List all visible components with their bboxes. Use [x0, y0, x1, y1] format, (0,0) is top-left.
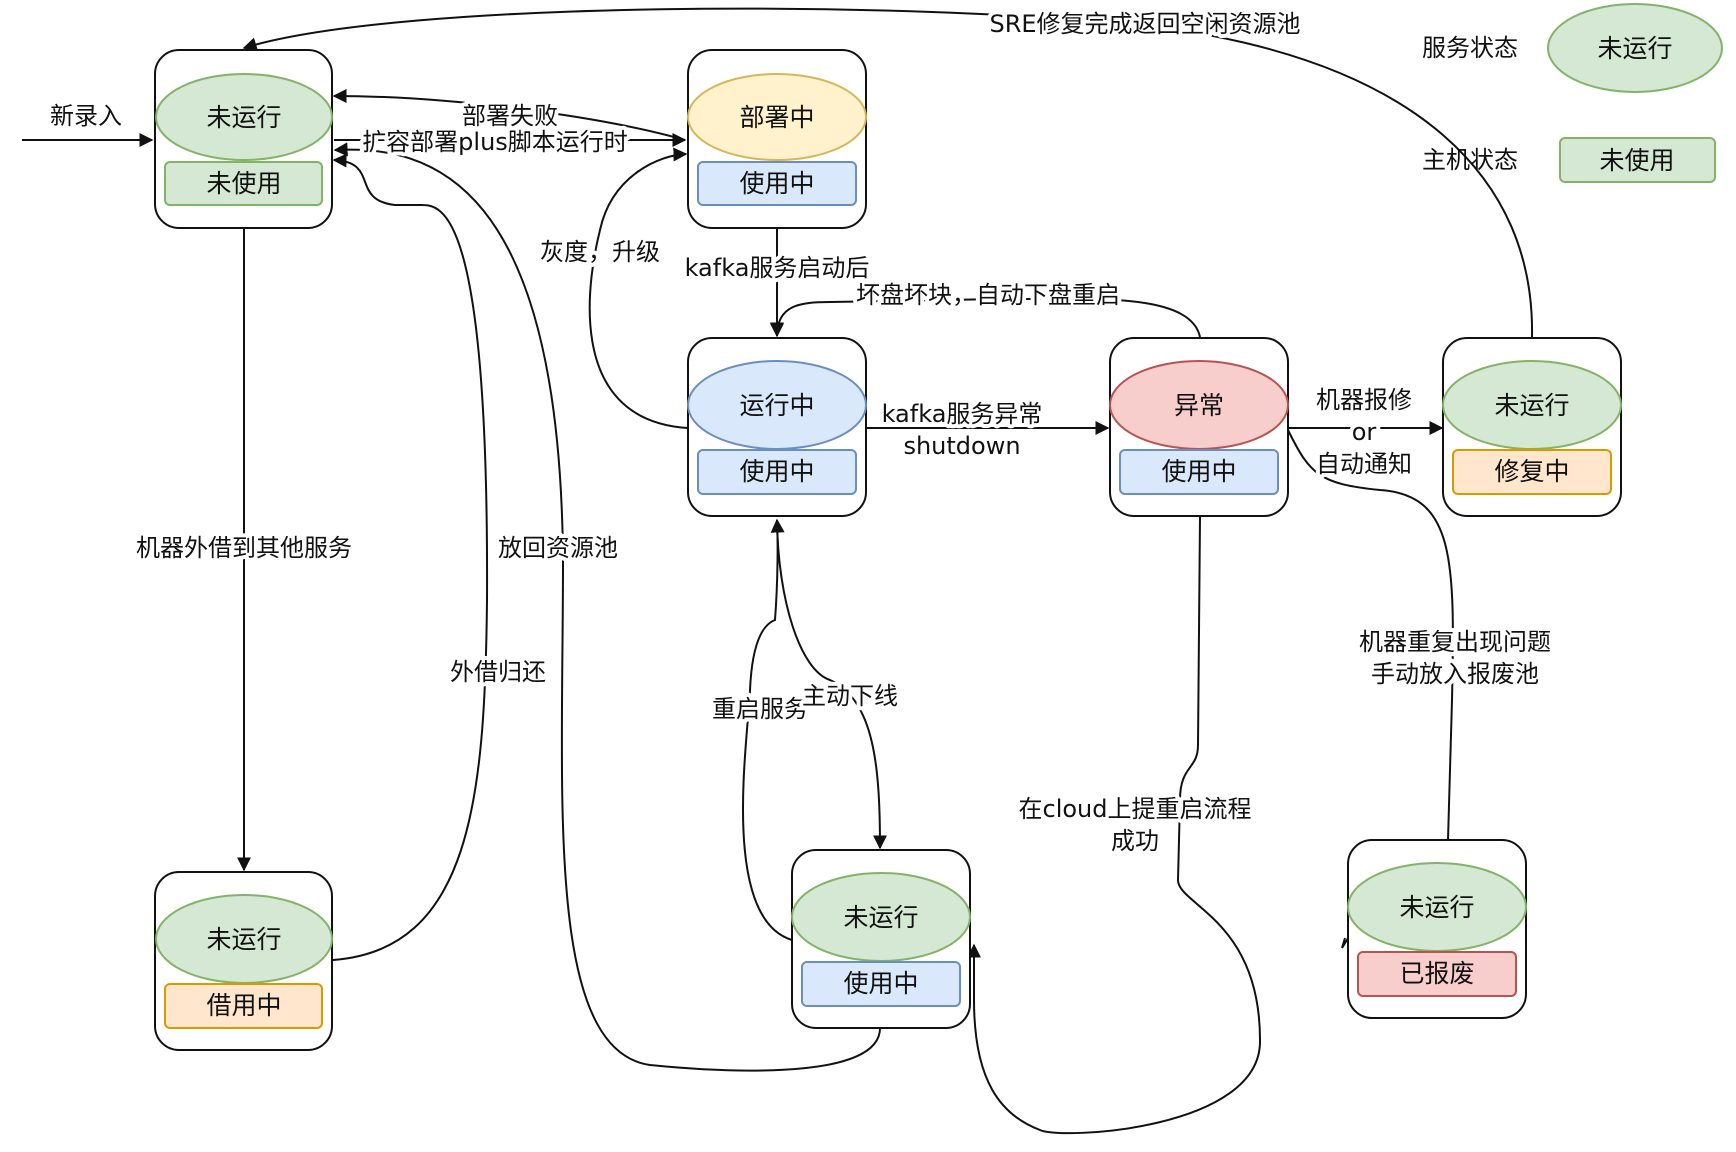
- node-repair: 未运行 修复中: [1442, 337, 1622, 517]
- service-status: 未运行: [1399, 893, 1474, 922]
- label-bad-disk: 坏盘坏块，自动下盘重启: [856, 281, 1120, 309]
- node-deploying: 部署中 使用中: [687, 49, 867, 229]
- host-status: 使用中: [843, 969, 918, 998]
- service-status: 未运行: [1494, 391, 1569, 420]
- node-scrapped: 未运行 已报废: [1347, 839, 1527, 1019]
- service-status: 未运行: [206, 925, 281, 954]
- label-new-entry: 新录入: [50, 102, 122, 130]
- legend-service-label: 服务状态: [1422, 34, 1518, 62]
- label-report-repair: 机器报修: [1316, 386, 1412, 414]
- host-status: 使用中: [739, 169, 814, 198]
- label-manual-offline: 主动下线: [802, 682, 898, 710]
- label-kafka-started: kafka服务启动后: [685, 254, 870, 282]
- edge-restart-service: [741, 518, 793, 941]
- edge-return-pool: [333, 142, 881, 1072]
- host-status: 修复中: [1494, 457, 1569, 486]
- label-scrap-pool: 手动放入报废池: [1371, 660, 1539, 688]
- edge-repeat-issue: [1287, 429, 1454, 841]
- service-status: 运行中: [739, 391, 814, 420]
- edge-deploy-fail: [332, 89, 686, 141]
- host-status: 已报废: [1399, 959, 1474, 988]
- label-cloud-success: 成功: [1111, 827, 1159, 855]
- host-status: 使用中: [1161, 457, 1236, 486]
- legend-host-value: 未使用: [1599, 146, 1674, 175]
- edge-manual-offline: [776, 519, 887, 850]
- service-status: 未运行: [843, 903, 918, 932]
- host-status: 未使用: [206, 169, 281, 198]
- label-lend-out: 机器外借到其他服务: [136, 534, 352, 562]
- label-report-or: or: [1352, 418, 1377, 446]
- label-gray-upgrade: 灰度，升级: [540, 238, 660, 266]
- label-shutdown: shutdown: [903, 432, 1020, 460]
- service-status: 未运行: [206, 103, 281, 132]
- legend-host-label: 主机状态: [1422, 146, 1518, 174]
- label-kafka-abnormal: kafka服务异常: [882, 400, 1043, 428]
- host-status: 借用中: [206, 991, 281, 1020]
- node-running: 运行中 使用中: [687, 337, 867, 517]
- label-deploy-fail: 部署失败: [462, 102, 558, 130]
- node-stopped: 未运行 使用中: [791, 849, 971, 1029]
- label-return-pool: 放回资源池: [498, 534, 618, 562]
- service-status: 异常: [1174, 391, 1224, 420]
- host-status: 使用中: [739, 457, 814, 486]
- edge-labels: 新录入 部署失败 扩容部署plus脚本运行时 灰度，升级 kafka服务启动后 …: [46, 6, 1555, 859]
- edge-gray-upgrade: [588, 147, 689, 429]
- label-sre-return: SRE修复完成返回空闲资源池: [989, 10, 1300, 38]
- legend-service-value: 未运行: [1597, 34, 1672, 63]
- edge-bad-disk: [770, 297, 1201, 338]
- edge-sre-return: [242, 7, 1534, 338]
- edge-cloud-restart: [967, 516, 1262, 1135]
- legend: 服务状态 未运行 主机状态 未使用: [1422, 3, 1723, 183]
- node-abnormal: 异常 使用中: [1109, 337, 1289, 517]
- edge-lend-return: [332, 153, 489, 961]
- node-borrowed: 未运行 借用中: [154, 871, 333, 1051]
- service-status: 部署中: [739, 103, 814, 132]
- label-repeat-issue: 机器重复出现问题: [1359, 628, 1551, 656]
- node-new: 未运行 未使用: [154, 49, 333, 229]
- label-cloud-restart: 在cloud上提重启流程: [1019, 795, 1252, 823]
- label-report-notify: 自动通知: [1316, 450, 1412, 478]
- label-lend-return: 外借归还: [450, 658, 546, 686]
- label-expand-deploy: 扩容部署plus脚本运行时: [362, 128, 628, 156]
- label-restart-service: 重启服务: [712, 695, 808, 723]
